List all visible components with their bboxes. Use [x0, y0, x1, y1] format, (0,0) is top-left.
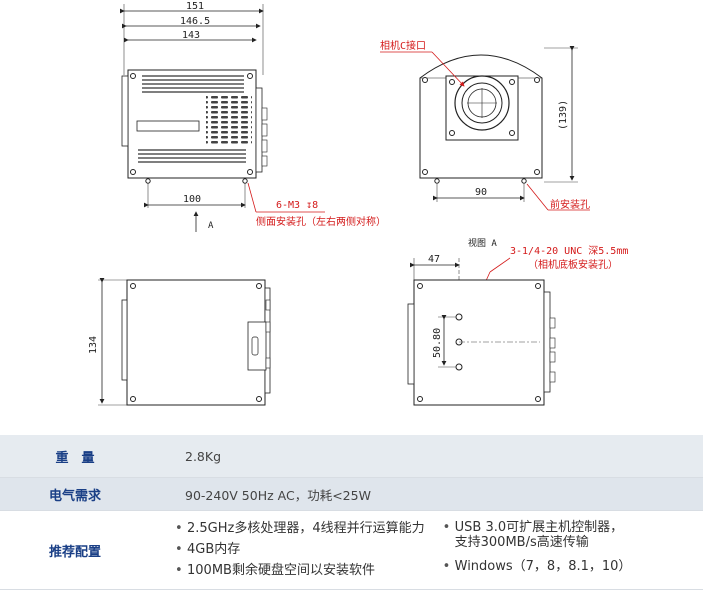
- bottom-view-a: 视图 A 3-1/4-20 UNC 深5.5mm （相机底板安装孔） 47 50…: [407, 237, 628, 406]
- bottom-hole-label-2: （相机底板安装孔）: [528, 258, 618, 271]
- dim-mid: 146.5: [180, 16, 210, 27]
- dim-bottom-offset: 47: [428, 254, 440, 265]
- dim-overall: 151: [186, 1, 204, 12]
- power-label: 电气需求: [48, 488, 101, 504]
- view-a-label: 视图 A: [468, 237, 497, 249]
- view-arrow-label: A: [208, 221, 214, 231]
- bottom-side-view: 134: [88, 278, 271, 406]
- spec-table: 重 量 2.8Kg 电气需求 90-240V 50Hz AC，功耗<25W 推荐…: [0, 435, 703, 590]
- side-view: 151 146.5 143: [120, 1, 386, 232]
- spec-row-recommend: 推荐配置 2.5GHz多核处理器，4线程并行运算能力 4GB内存 100MB剩余…: [0, 511, 703, 590]
- dim-height: (139): [558, 100, 569, 130]
- list-item: 100MB剩余硬盘空间以安装软件: [175, 562, 425, 580]
- usb-line-2: 支持300MB/s高速传输: [454, 534, 589, 550]
- spec-row-weight: 重 量 2.8Kg: [0, 435, 703, 478]
- list-item: 4GB内存: [175, 541, 425, 559]
- recommend-right-list: USB 3.0可扩展主机控制器， 支持300MB/s高速传输 Windows（7…: [443, 517, 632, 584]
- drawing-svg: 151 146.5 143: [88, 1, 628, 406]
- recommend-left-list: 2.5GHz多核处理器，4线程并行运算能力 4GB内存 100MB剩余硬盘空间以…: [175, 517, 425, 584]
- recommend-label: 推荐配置: [48, 544, 101, 560]
- power-value: 90-240V 50Hz AC，功耗<25W: [185, 487, 371, 503]
- dim-side-height: 134: [88, 336, 99, 354]
- side-hole-note-1: 6-M3 ↧8: [276, 200, 318, 211]
- side-hole-note-2: 侧面安装孔（左右两侧对称）: [256, 215, 386, 228]
- dim-inner: 143: [182, 30, 200, 41]
- dim-hole-spacing: 100: [183, 194, 201, 205]
- cmount-label: 相机C接口: [380, 39, 426, 52]
- dim-front-holes: 90: [475, 187, 487, 198]
- usb-line-1: USB 3.0可扩展主机控制器，: [454, 519, 624, 535]
- technical-drawing: 151 146.5 143: [88, 1, 628, 406]
- front-holes-label: 前安装孔: [550, 198, 590, 211]
- weight-value: 2.8Kg: [185, 448, 222, 464]
- list-item: USB 3.0可扩展主机控制器， 支持300MB/s高速传输: [443, 520, 632, 550]
- bottom-hole-label-1: 3-1/4-20 UNC 深5.5mm: [510, 245, 628, 257]
- list-item: Windows（7，8，8.1，10）: [443, 558, 632, 576]
- weight-label: 重 量: [55, 450, 95, 466]
- spec-row-power: 电气需求 90-240V 50Hz AC，功耗<25W: [0, 478, 703, 511]
- dim-bottom-spacing: 50.80: [432, 328, 443, 358]
- front-view: 相机C接口 (139) 90 前安装孔: [380, 39, 590, 211]
- list-item: 2.5GHz多核处理器，4线程并行运算能力: [175, 520, 425, 538]
